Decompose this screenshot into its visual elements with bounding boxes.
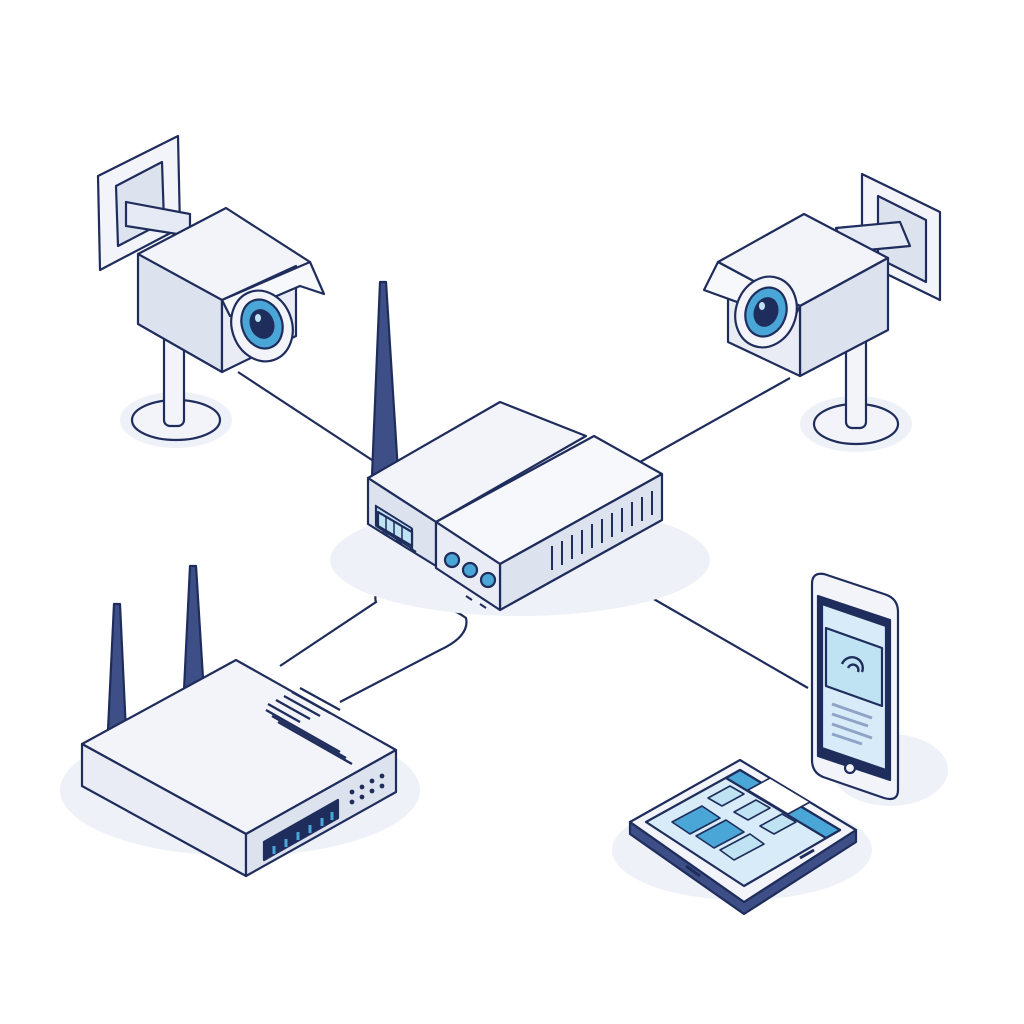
tablet-side-button-2 <box>799 848 815 860</box>
wifi-router <box>60 564 420 878</box>
wifi-router-vents <box>265 686 353 766</box>
smartphone-text-lines <box>831 702 873 746</box>
link-camera-right-to-hub <box>639 377 791 463</box>
fingerprint-icon <box>840 656 864 673</box>
smartphone-home-button <box>843 761 857 775</box>
wifi-router-status-leds <box>349 773 385 805</box>
link-camera-left-to-hub <box>237 371 373 461</box>
smartphone <box>810 572 948 806</box>
central-hub-port-3 <box>479 571 497 589</box>
central-hub <box>330 280 710 616</box>
tablet-side-button-1 <box>685 864 701 878</box>
camera-right <box>702 172 942 452</box>
wifi-router-antenna-left <box>106 602 128 734</box>
camera-left <box>96 134 326 448</box>
central-hub-vents <box>551 491 653 570</box>
smartphone-app-card <box>824 626 884 708</box>
tablet <box>612 758 872 916</box>
wifi-router-lan-ports <box>272 812 334 854</box>
tablet-content-blocks <box>671 777 811 861</box>
central-hub-antenna <box>370 280 400 478</box>
wifi-router-lan-panel <box>262 798 340 862</box>
wifi-router-antenna-right <box>182 564 206 696</box>
central-hub-port-2 <box>461 561 479 579</box>
central-hub-port-1 <box>443 551 461 569</box>
smartphone-header-bar <box>835 602 871 618</box>
